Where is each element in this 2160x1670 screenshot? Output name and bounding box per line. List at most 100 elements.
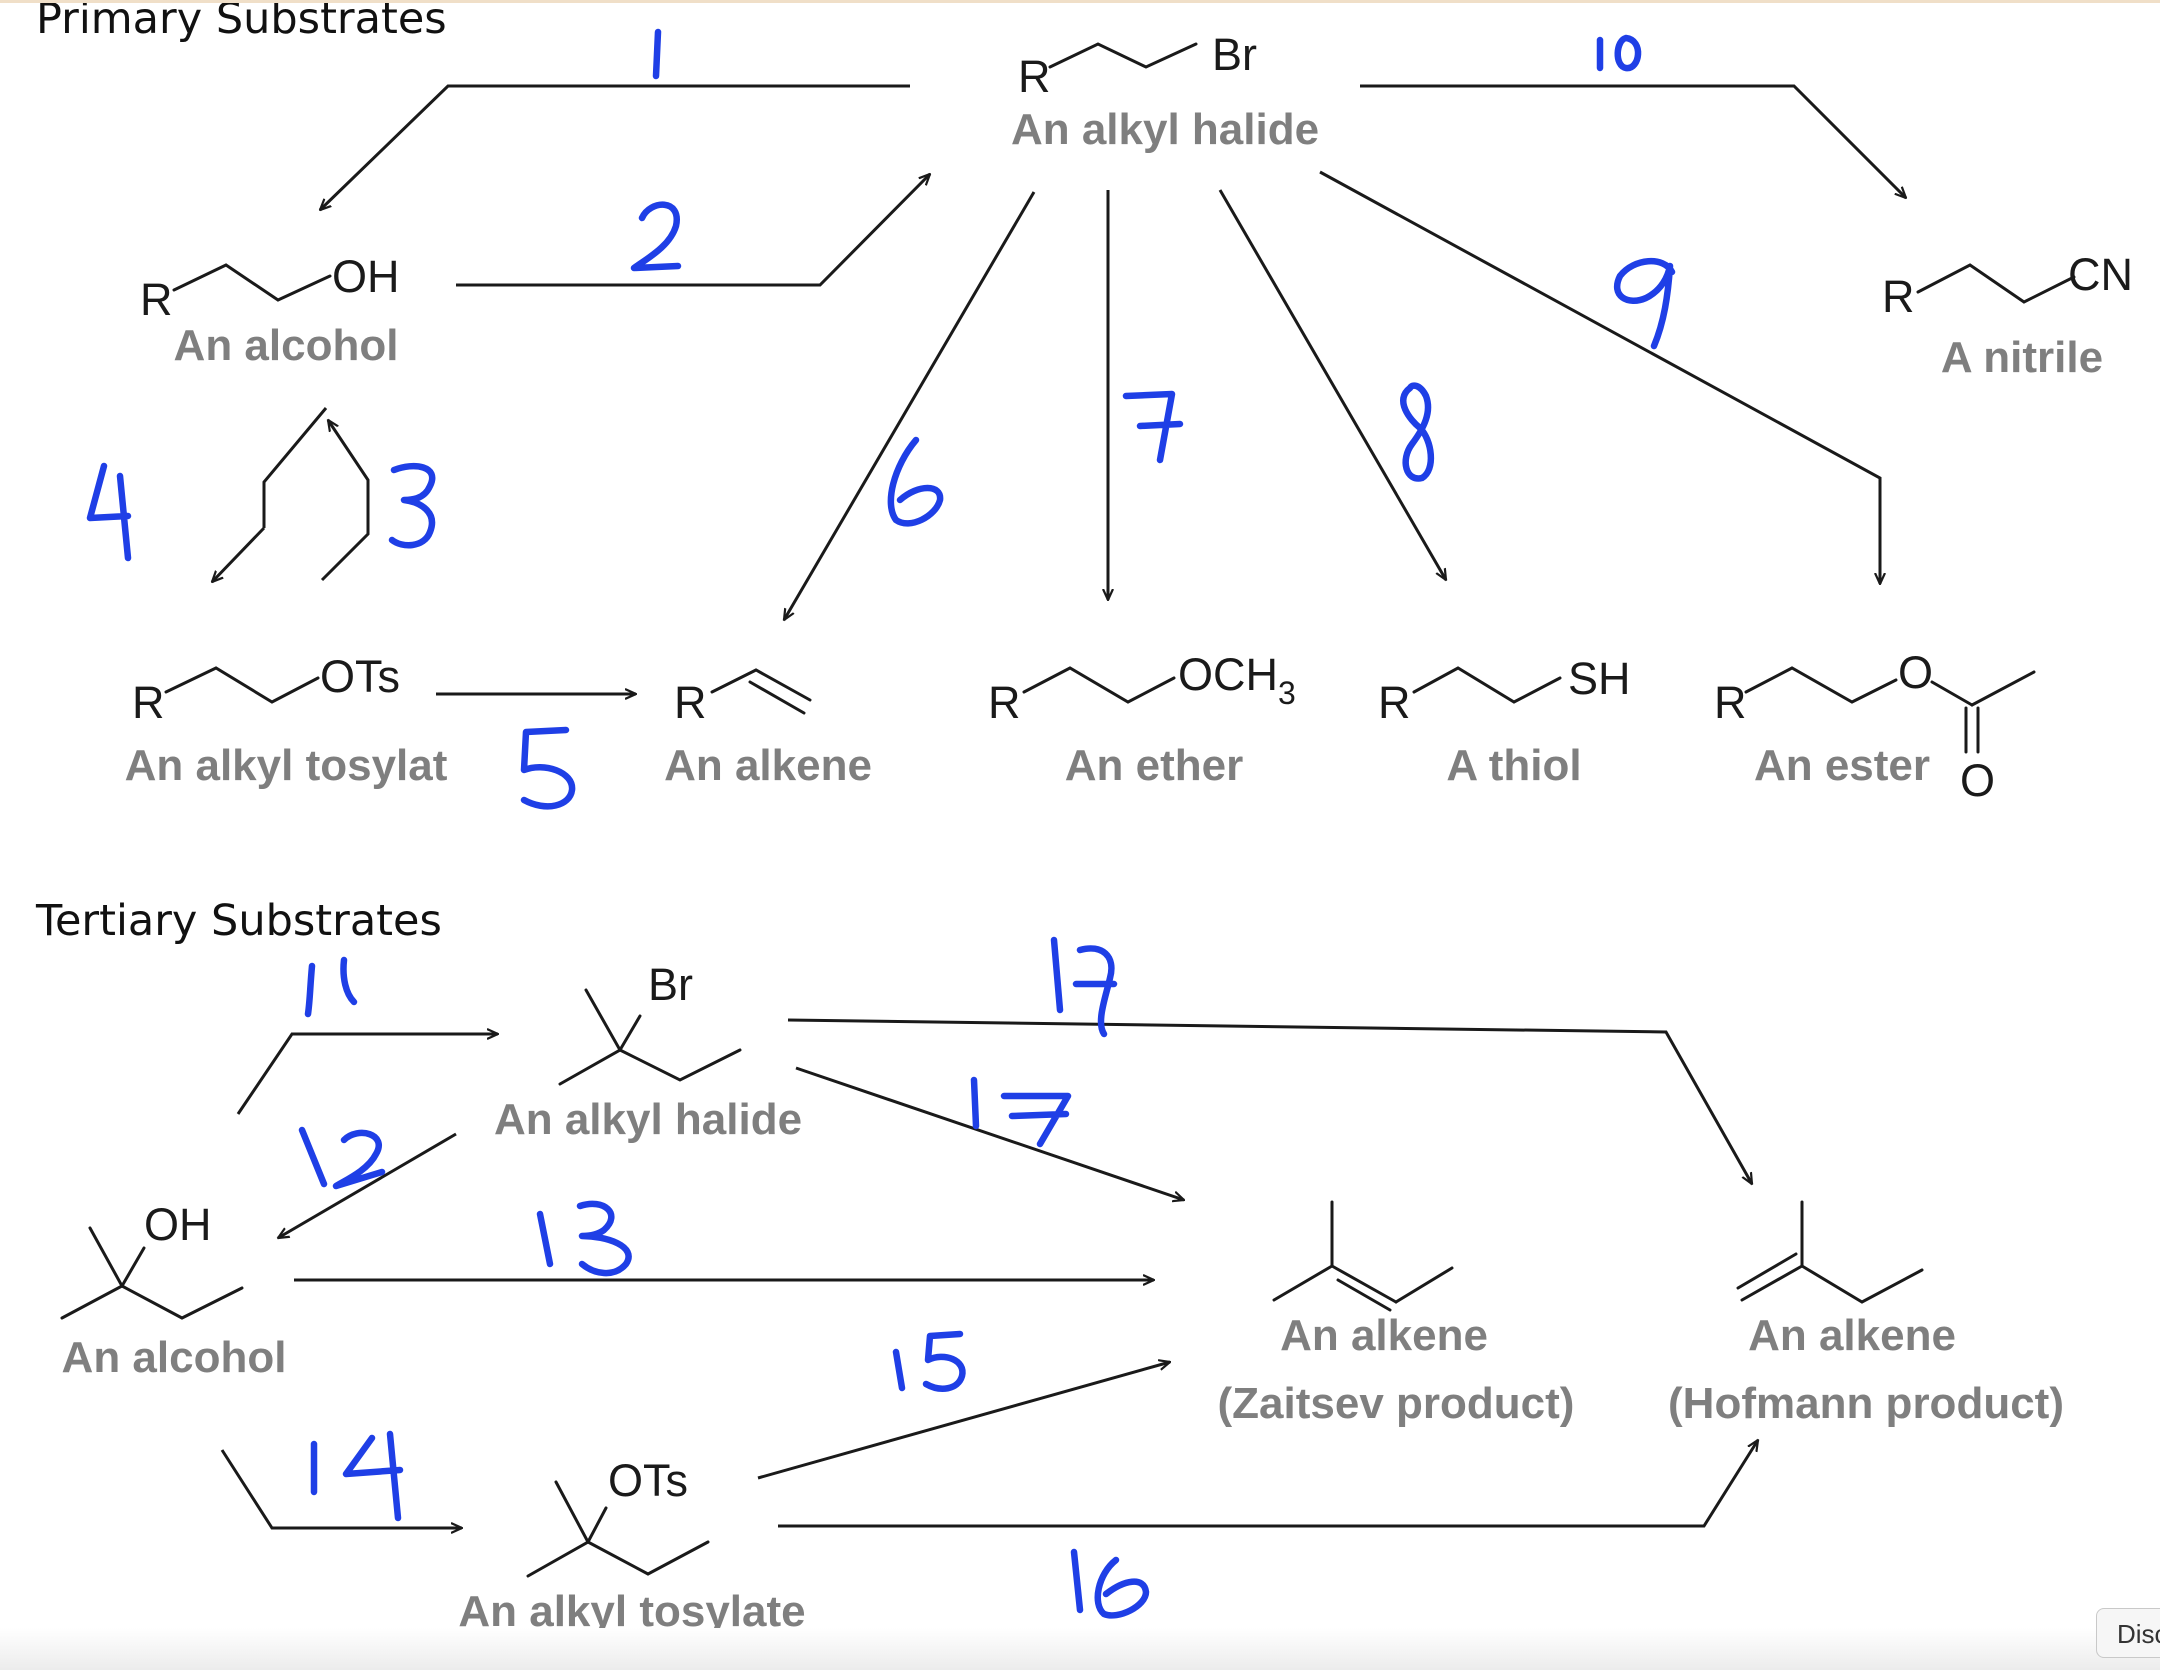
tertiary-section-title: Tertiary Substrates bbox=[35, 896, 442, 946]
arrow-18 bbox=[787, 1018, 1752, 1184]
ester-bond bbox=[1930, 680, 1974, 707]
tertiary-reaction-arrows bbox=[220, 1018, 1758, 1528]
carbon-chain bbox=[172, 263, 332, 302]
arrow-16 bbox=[778, 1440, 1758, 1528]
r-group-label: R bbox=[1714, 677, 1747, 728]
ethyl-chain bbox=[1800, 1264, 1924, 1304]
primary-alkyl-halide: R Br An alkyl halide bbox=[1011, 29, 1319, 154]
number-5-mark bbox=[520, 726, 576, 810]
arrow-11 bbox=[236, 1034, 498, 1115]
number-17-mark bbox=[970, 1076, 1072, 1148]
alkyl-tosylate-label: An alkyl tosylate bbox=[458, 1587, 805, 1636]
arrow-8 bbox=[1218, 189, 1446, 580]
double-bond-b bbox=[1336, 1278, 1392, 1312]
double-bond-line bbox=[748, 680, 806, 715]
number-8: 8 bbox=[1410, 429, 1411, 431]
number-4-mark bbox=[86, 462, 132, 562]
ethyl-chain bbox=[618, 1048, 742, 1082]
bottom-toolbar-shadow bbox=[0, 1628, 2160, 1670]
alkene-label: An alkene bbox=[664, 741, 872, 790]
number-7-mark bbox=[1122, 390, 1184, 464]
primary-thiol: R SH A thiol bbox=[1378, 653, 1631, 790]
number-6-mark bbox=[887, 436, 944, 527]
number-11: 11 bbox=[320, 989, 321, 991]
number-15-mark bbox=[892, 1330, 966, 1392]
carbonyl-oxygen-label: O bbox=[1960, 755, 1995, 806]
number-8-mark bbox=[1400, 382, 1434, 482]
nitrile-group-label: CN bbox=[2068, 249, 2133, 300]
thiol-label: A thiol bbox=[1446, 741, 1581, 790]
corner-disc-button[interactable]: Disc bbox=[2096, 1608, 2160, 1658]
double-bond-a bbox=[1330, 1264, 1398, 1304]
arrow-4-head bbox=[212, 526, 266, 582]
arrow-14 bbox=[220, 1449, 462, 1528]
number-15: 15 bbox=[920, 1369, 922, 1371]
primary-alcohol: R OH An alcohol bbox=[140, 251, 400, 370]
tosylate-bond bbox=[586, 1506, 608, 1544]
thiol-group-label: SH bbox=[1568, 653, 1631, 704]
number-9-mark bbox=[1614, 257, 1676, 350]
carbon-chain bbox=[164, 666, 320, 704]
ester-label: An ester bbox=[1754, 741, 1930, 790]
alkyl-halide-label: An alkyl halide bbox=[494, 1095, 802, 1144]
number-10-mark bbox=[1596, 34, 1642, 72]
r-group-label: R bbox=[1018, 51, 1051, 102]
number-18: 18 bbox=[1080, 989, 1082, 991]
primary-section-title: Primary Substrates bbox=[36, 0, 447, 44]
handwritten-numbers: 1 2 3 4 5 6 7 8 9 10 11 12 13 14 15 16 1 bbox=[86, 28, 1676, 1619]
number-3-mark bbox=[388, 462, 436, 549]
primary-alkyl-tosylate: R OTs An alkyl tosylat bbox=[125, 651, 448, 790]
carbon-chain bbox=[1916, 263, 2076, 304]
bromine-label: Br bbox=[1212, 29, 1257, 80]
hofmann-product-label: (Hofmann product) bbox=[1668, 1379, 2064, 1428]
zaitsev-alkene: An alkene (Zaitsev product) bbox=[1218, 1200, 1574, 1428]
arrow-3 bbox=[320, 420, 370, 582]
arrow-9 bbox=[1319, 170, 1880, 584]
alcohol-label: An alcohol bbox=[174, 321, 399, 370]
carbon-chain bbox=[1022, 666, 1176, 704]
ether-label: An ether bbox=[1065, 741, 1243, 790]
carbon-chain bbox=[1412, 666, 1562, 704]
arrow-6 bbox=[784, 191, 1036, 620]
alcohol-label: An alcohol bbox=[62, 1333, 287, 1382]
number-14-mark bbox=[310, 1430, 404, 1522]
number-14: 14 bbox=[340, 1479, 342, 1481]
arrow-17 bbox=[795, 1066, 1184, 1200]
primary-reaction-arrows bbox=[212, 84, 1906, 694]
number-16-mark bbox=[1070, 1548, 1150, 1619]
carbon-chain bbox=[1048, 42, 1198, 69]
hydroxyl-bond bbox=[120, 1246, 146, 1288]
double-bond-b bbox=[1736, 1252, 1798, 1290]
skeleton-bond bbox=[60, 1226, 125, 1320]
r-group-label: R bbox=[1882, 271, 1915, 322]
nitrile-label: A nitrile bbox=[1941, 333, 2103, 382]
number-10: 10 bbox=[1610, 59, 1612, 61]
terminal-bond bbox=[1394, 1266, 1454, 1304]
hofmann-alkene-label: An alkene bbox=[1748, 1311, 1956, 1360]
hydroxyl-label: OH bbox=[332, 251, 400, 302]
ester-oxygen-label: O bbox=[1898, 647, 1933, 698]
skeleton-bond bbox=[526, 1480, 591, 1578]
alkyl-tosylate-label: An alkyl tosylat bbox=[125, 741, 448, 790]
primary-ether: R OCH3 An ether bbox=[988, 649, 1296, 790]
window-top-border bbox=[0, 0, 2160, 3]
tertiary-alcohol: OH An alcohol bbox=[60, 1199, 287, 1382]
tosylate-label: OTs bbox=[608, 1455, 688, 1506]
r-group-label: R bbox=[140, 274, 173, 325]
r-group-label: R bbox=[988, 677, 1021, 728]
number-13-mark bbox=[536, 1200, 632, 1277]
bromine-label: Br bbox=[648, 959, 693, 1010]
carbon-chain bbox=[1744, 666, 1898, 704]
methyl-bond bbox=[1970, 670, 2036, 707]
number-13: 13 bbox=[560, 1239, 562, 1241]
number-5: 5 bbox=[530, 779, 531, 781]
tosylate-label: OTs bbox=[320, 651, 400, 702]
methoxy-label: OCH3 bbox=[1178, 649, 1296, 711]
arrow-12 bbox=[278, 1132, 457, 1238]
tertiary-alkyl-tosylate: OTs An alkyl tosylate bbox=[458, 1455, 805, 1636]
skeleton-bond bbox=[558, 988, 623, 1086]
ethyl-chain bbox=[586, 1540, 710, 1576]
primary-nitrile: R CN A nitrile bbox=[1882, 249, 2133, 382]
alkyl-halide-label: An alkyl halide bbox=[1011, 105, 1319, 154]
number-2: 2 bbox=[640, 229, 641, 231]
